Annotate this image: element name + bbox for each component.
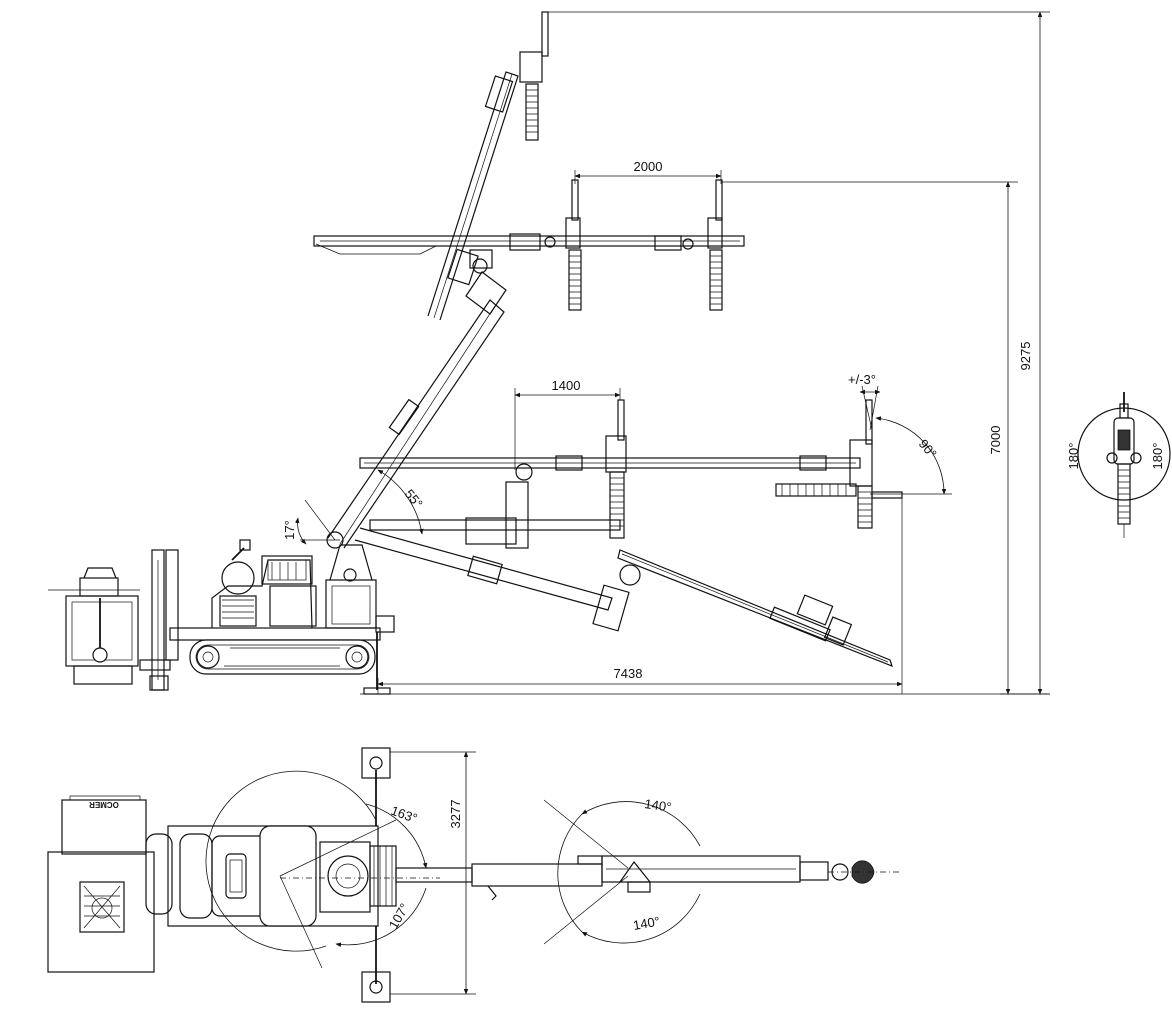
- side-view: 9275 7000 2000 1400 7438: [48, 11, 1050, 695]
- inclined-feed: [427, 11, 549, 321]
- dimension-9275: 9275: [548, 11, 1050, 695]
- angle-slew-upper: 163°: [389, 803, 419, 826]
- lower-feed: [354, 527, 893, 668]
- brand-label: OCMER: [89, 800, 119, 809]
- angle-tip: 90°: [916, 436, 940, 461]
- angle-tilt-small: 17°: [282, 520, 297, 540]
- angle-head-lower: 140°: [632, 914, 661, 933]
- angle-head-upper: 140°: [644, 796, 673, 815]
- angle-90: 90°: [870, 416, 952, 495]
- rotation-right: 180°: [1150, 443, 1165, 470]
- upper-feed-beam: [313, 179, 745, 311]
- dimension-3277: 3277: [390, 751, 476, 995]
- main-boom: [326, 249, 507, 549]
- rotation-view: 180° 180°: [1066, 392, 1171, 538]
- angle-head: 140° 140°: [543, 796, 701, 945]
- machine-body: [48, 539, 395, 695]
- dim-slide-offset: 1400: [552, 378, 581, 393]
- rotation-left: 180°: [1066, 443, 1081, 470]
- angle-tolerance: +/-3°: [848, 372, 881, 431]
- dim-stabilizer-span: 3277: [448, 800, 463, 829]
- middle-feed-beam: [359, 399, 903, 549]
- dimension-7438: 7438: [377, 494, 903, 694]
- dim-total-height: 9275: [1018, 342, 1033, 371]
- angle-boom-lift: 55°: [402, 486, 426, 511]
- dim-arm-height: 7000: [988, 426, 1003, 455]
- top-view: OCMER: [47, 747, 900, 1003]
- dimension-7000: 7000: [722, 181, 1018, 695]
- angle-slew-lower: 107°: [386, 901, 412, 932]
- dim-reach: 7438: [614, 666, 643, 681]
- dimension-1400: 1400: [514, 378, 621, 470]
- dimension-2000: 2000: [574, 159, 722, 184]
- angle-17: 17°: [282, 499, 340, 545]
- dim-boom-spread: 2000: [634, 159, 663, 174]
- angle-55: 55°: [377, 469, 426, 535]
- angle-tip-tolerance: +/-3°: [848, 372, 876, 387]
